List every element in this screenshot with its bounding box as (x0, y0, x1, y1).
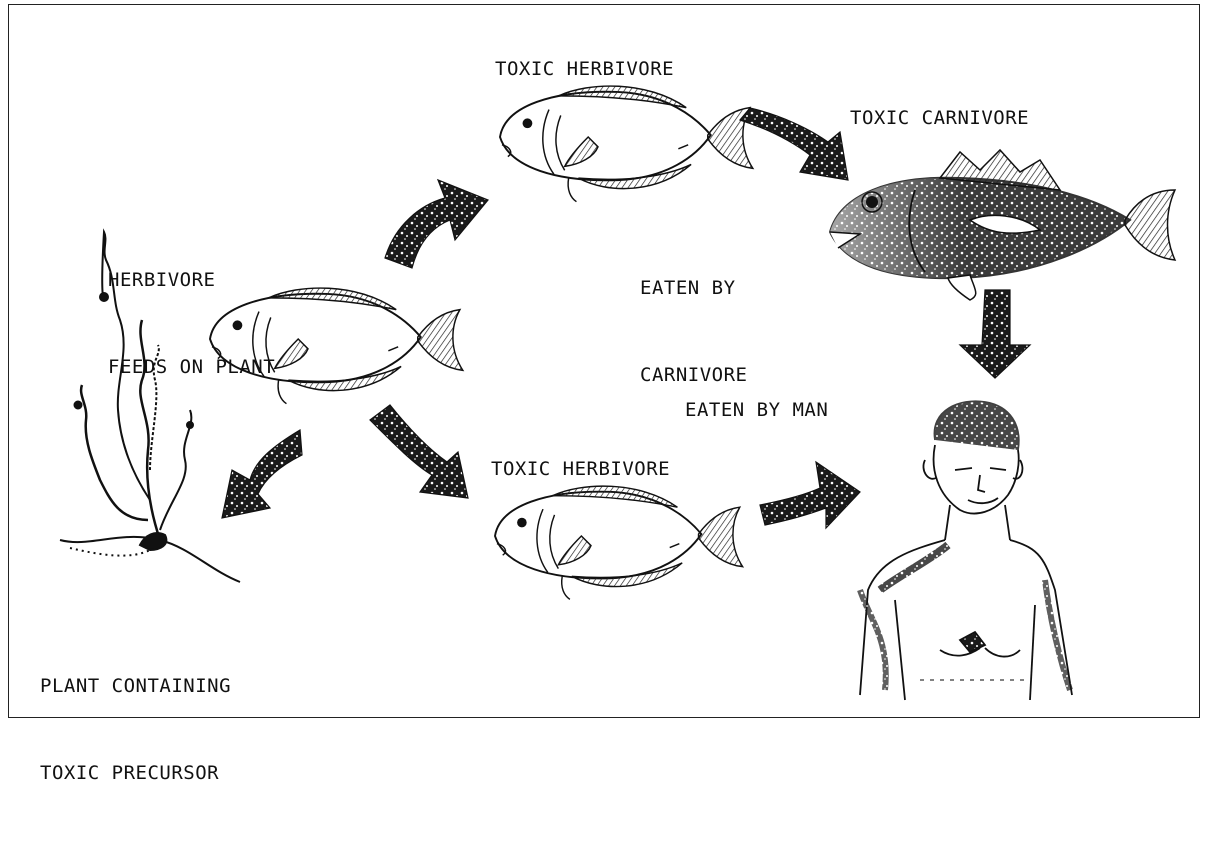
toxic-herbivore-fish-bottom-icon (495, 486, 743, 599)
ciguatera-food-chain-diagram: TOXIC HERBIVORE TOXIC CARNIVORE HERBIVOR… (0, 0, 1205, 727)
arrow-herbivore-to-top-herbivore (385, 180, 488, 268)
label-herbivore-line2: FEEDS ON PLANT (108, 353, 275, 382)
human-figure-icon (860, 401, 1072, 700)
label-plant-line1: PLANT CONTAINING (40, 672, 231, 701)
label-plant: PLANT CONTAINING TOXIC PRECURSOR (40, 614, 231, 846)
label-eaten-by-man: EATEN BY MAN (685, 396, 828, 425)
arrow-bottom-herbivore-to-man (760, 462, 860, 528)
label-eaten-by-line2: CARNIVORE (640, 361, 747, 390)
label-herbivore: HERBIVORE FEEDS ON PLANT (108, 208, 275, 440)
label-herbivore-line1: HERBIVORE (108, 266, 275, 295)
label-eaten-by-line1: EATEN BY (640, 274, 747, 303)
arrow-top-herbivore-to-carnivore (740, 108, 848, 180)
label-plant-line2: TOXIC PRECURSOR (40, 759, 231, 788)
toxic-carnivore-fish-icon (830, 150, 1175, 300)
label-toxic-herbivore-bottom: TOXIC HERBIVORE (491, 455, 670, 484)
arrow-carnivore-to-man (960, 290, 1030, 378)
arrow-herbivore-to-plant (222, 430, 302, 518)
toxic-herbivore-fish-top-icon (500, 86, 753, 202)
label-toxic-carnivore: TOXIC CARNIVORE (850, 104, 1029, 133)
arrow-herbivore-to-bottom-herbivore (370, 405, 468, 498)
label-toxic-herbivore-top: TOXIC HERBIVORE (495, 55, 674, 84)
